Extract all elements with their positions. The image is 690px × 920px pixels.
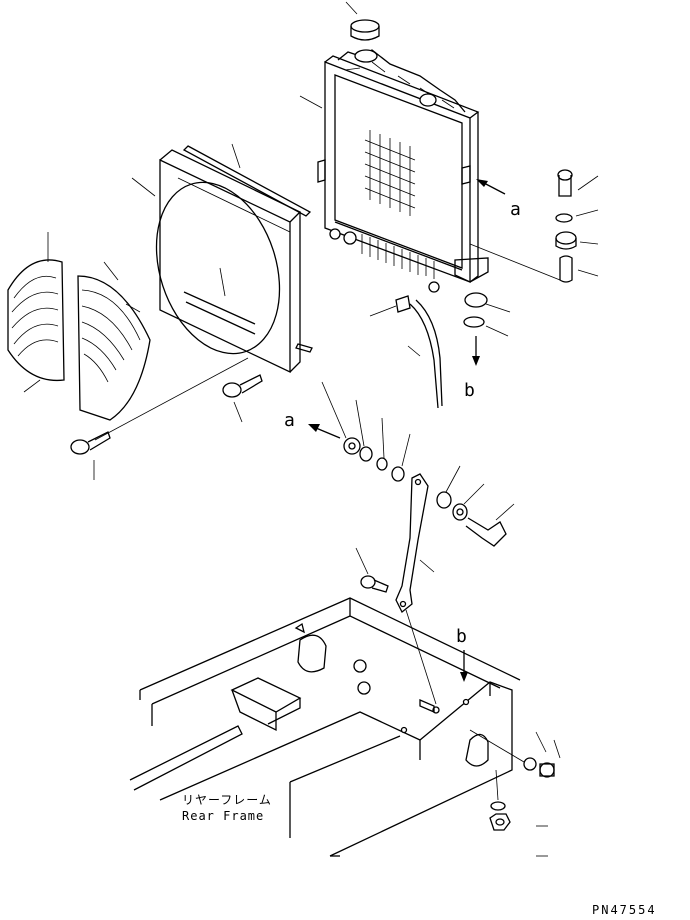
stay-bar <box>395 473 435 614</box>
ref-a-radiator: a <box>510 199 521 220</box>
mount-collar <box>559 255 599 283</box>
arrow-a-bracket <box>308 424 341 439</box>
lower-mount-rubber <box>463 243 561 337</box>
arrow-b-frame <box>460 650 468 682</box>
rear-frame <box>129 597 521 857</box>
frame-label-jp: リヤーフレーム <box>182 793 272 807</box>
ref-a-bracket: a <box>284 410 295 431</box>
stay-lower-bolt <box>355 547 389 593</box>
mount-rubber <box>555 231 599 250</box>
fan-guard-right <box>77 261 151 421</box>
flange-bolt-center <box>222 374 263 423</box>
arrow-b-radiator <box>472 336 480 366</box>
fan-guard-left <box>7 232 65 393</box>
stay-bolt-washers <box>436 465 515 547</box>
drawing-number: PN47554 <box>592 903 657 917</box>
frame-washer-nut <box>469 729 561 857</box>
mount-bolt <box>557 169 599 197</box>
ref-b-radiator: b <box>464 380 475 401</box>
fan-shroud <box>131 143 313 374</box>
ref-b-frame: b <box>456 626 467 647</box>
frame-label-en: Rear Frame <box>182 809 264 823</box>
stay-washers <box>321 381 411 482</box>
overflow-hose <box>369 295 443 409</box>
arrow-a-radiator <box>476 179 506 195</box>
radiator <box>299 49 489 293</box>
mount-washer <box>555 209 599 223</box>
radiator-cap <box>345 1 380 41</box>
flange-bolt-left <box>70 357 249 480</box>
